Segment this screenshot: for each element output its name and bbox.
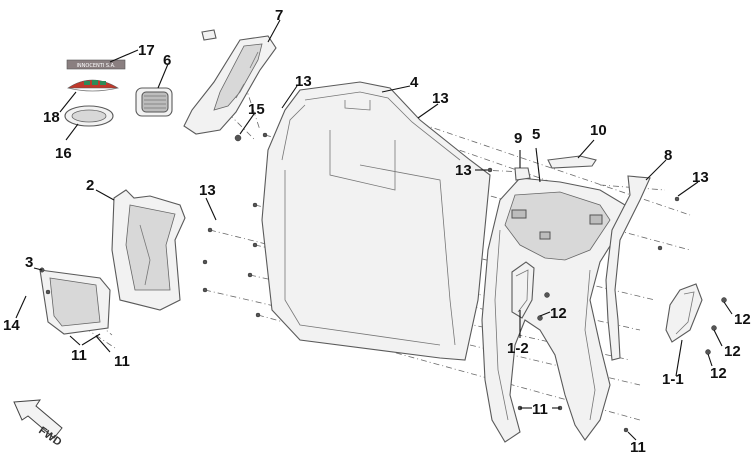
- fwd-arrow-icon: FWD: [13, 399, 64, 449]
- callout-14: 14: [3, 317, 20, 334]
- trim-strip-part-10: [547, 155, 597, 169]
- callout-15: 15: [248, 101, 265, 118]
- callout-7: 7: [275, 7, 283, 24]
- callout-5: 5: [532, 126, 540, 143]
- callout-10: 10: [590, 122, 607, 139]
- callout-8: 8: [664, 147, 672, 164]
- callout-11-a: 11: [71, 347, 87, 364]
- callout-13-b: 13: [432, 90, 449, 107]
- leader-lines: [15, 19, 733, 441]
- badge-text: INNOCENTI S.A.: [76, 63, 115, 69]
- callout-11-d: 11: [630, 439, 646, 456]
- badge-part-17: INNOCENTI S.A.: [66, 59, 126, 70]
- callout-9: 9: [514, 130, 522, 147]
- callout-12-d: 12: [710, 365, 727, 382]
- callout-labels: 17 6 7 18 16 15 13 4 13 9 5 10 13 8 2 13…: [3, 7, 751, 456]
- callout-6: 6: [163, 52, 171, 69]
- callout-12-b: 12: [734, 311, 751, 328]
- side-cover-part-1-1: [665, 283, 703, 343]
- callout-13-a: 13: [295, 73, 312, 90]
- callout-11-b: 11: [114, 353, 130, 370]
- callout-13-e: 13: [692, 169, 709, 186]
- callout-12-a: 12: [550, 305, 567, 322]
- edge-trim-part-8: [605, 175, 651, 361]
- emblem-part-18: [67, 79, 120, 92]
- left-bracket-part-2: [111, 189, 186, 311]
- callout-18: 18: [43, 109, 60, 126]
- inner-panel-part-1-2: [511, 261, 535, 319]
- callout-12-c: 12: [724, 343, 741, 360]
- callout-13-d: 13: [199, 182, 216, 199]
- callout-1-2: 1-2: [507, 340, 529, 357]
- trim-ring-part-16: [64, 105, 114, 127]
- callout-2: 2: [86, 177, 94, 194]
- callout-17: 17: [138, 42, 155, 59]
- clip-part-9: [514, 167, 531, 181]
- callout-11-c: 11: [532, 401, 548, 418]
- left-cover-part-3: [39, 267, 111, 335]
- callout-4: 4: [410, 74, 419, 91]
- grille-part-6: [135, 87, 173, 117]
- bracket-part-7: [183, 29, 277, 142]
- fasteners: [202, 132, 727, 433]
- callout-1-1: 1-1: [662, 371, 684, 388]
- callout-16: 16: [55, 145, 72, 162]
- main-panel-part-4: [261, 81, 491, 361]
- callout-3: 3: [25, 254, 33, 271]
- center-frame-part-5: [481, 177, 626, 443]
- callout-13-c: 13: [455, 162, 472, 179]
